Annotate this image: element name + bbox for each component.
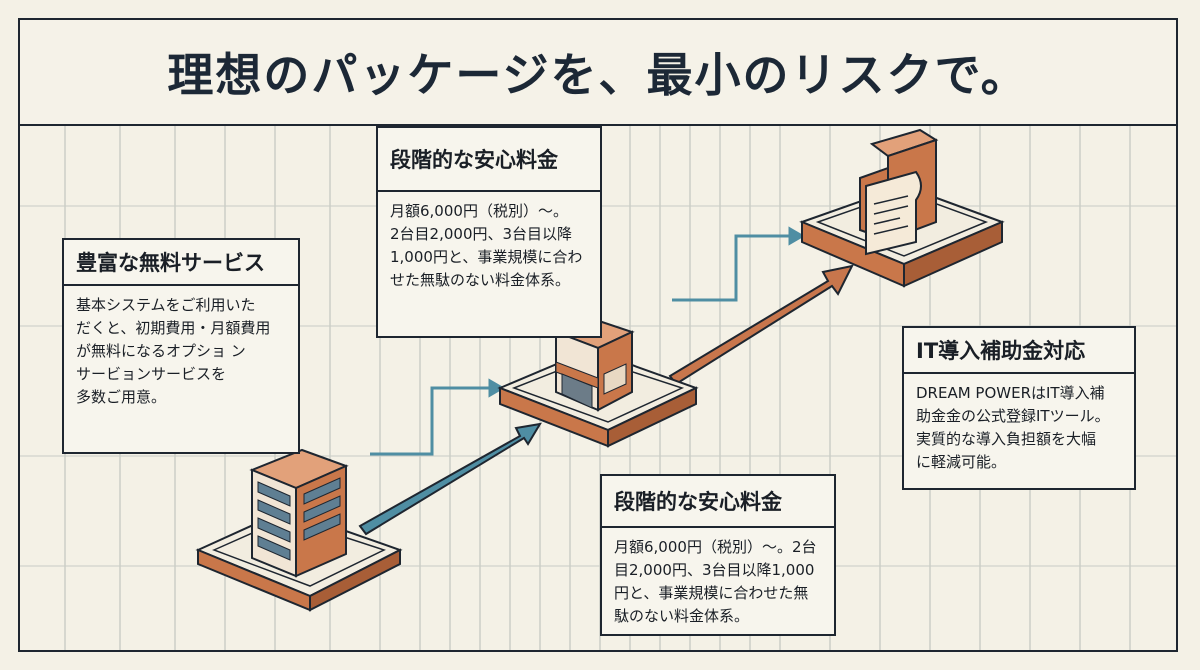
panel-body: 月額6,000円（税別）〜。 2台目2,000円、3台目以降 1,000円と、事… [390, 202, 583, 289]
page-title: 理想のパッケージを、最小のリスクで。 [167, 48, 1029, 102]
panel-heading: IT導入補助金対応 [904, 328, 1134, 374]
panel-pricing-top: 段階的な安心料金 月額6,000円（税別）〜。 2台目2,000円、3台目以降 … [376, 126, 602, 338]
panel-heading: 段階的な安心料金 [602, 476, 834, 528]
office-building-icon [195, 448, 403, 612]
panel-heading: 段階的な安心料金 [378, 128, 600, 192]
panel-it-subsidy: IT導入補助金対応 DREAM POWERはIT導入補 助金金の公式登録ITツー… [902, 326, 1136, 490]
diagonal-arrow-orange [668, 264, 854, 386]
panel-body: 基本システムをご利用いた だくと、初期費用・月額費用 が無料になるオプショ ン … [76, 296, 271, 406]
growth-arrow-icon [370, 226, 805, 456]
title-bar: 理想のパッケージを、最小のリスクで。 [20, 20, 1176, 126]
diagram-area: 豊富な無料サービス 基本システムをご利用いた だくと、初期費用・月額費用 が無料… [20, 126, 1176, 650]
panel-heading: 豊富な無料サービス [64, 240, 298, 286]
diagram-illustration [20, 126, 1176, 650]
poster-frame: 理想のパッケージを、最小のリスクで。 [18, 18, 1178, 652]
panel-pricing-bottom: 段階的な安心料金 月額6,000円（税別）〜。2台 目2,000円、3台目以降1… [600, 474, 836, 636]
diagonal-arrow-teal [358, 422, 542, 536]
panel-body: DREAM POWERはIT導入補 助金金の公式登録ITツール。 実質的な導入負… [916, 384, 1110, 471]
panel-body: 月額6,000円（税別）〜。2台 目2,000円、3台目以降1,000 円と、事… [614, 538, 817, 625]
document-machine-icon [799, 128, 1005, 288]
panel-free-service: 豊富な無料サービス 基本システムをご利用いた だくと、初期費用・月額費用 が無料… [62, 238, 300, 454]
